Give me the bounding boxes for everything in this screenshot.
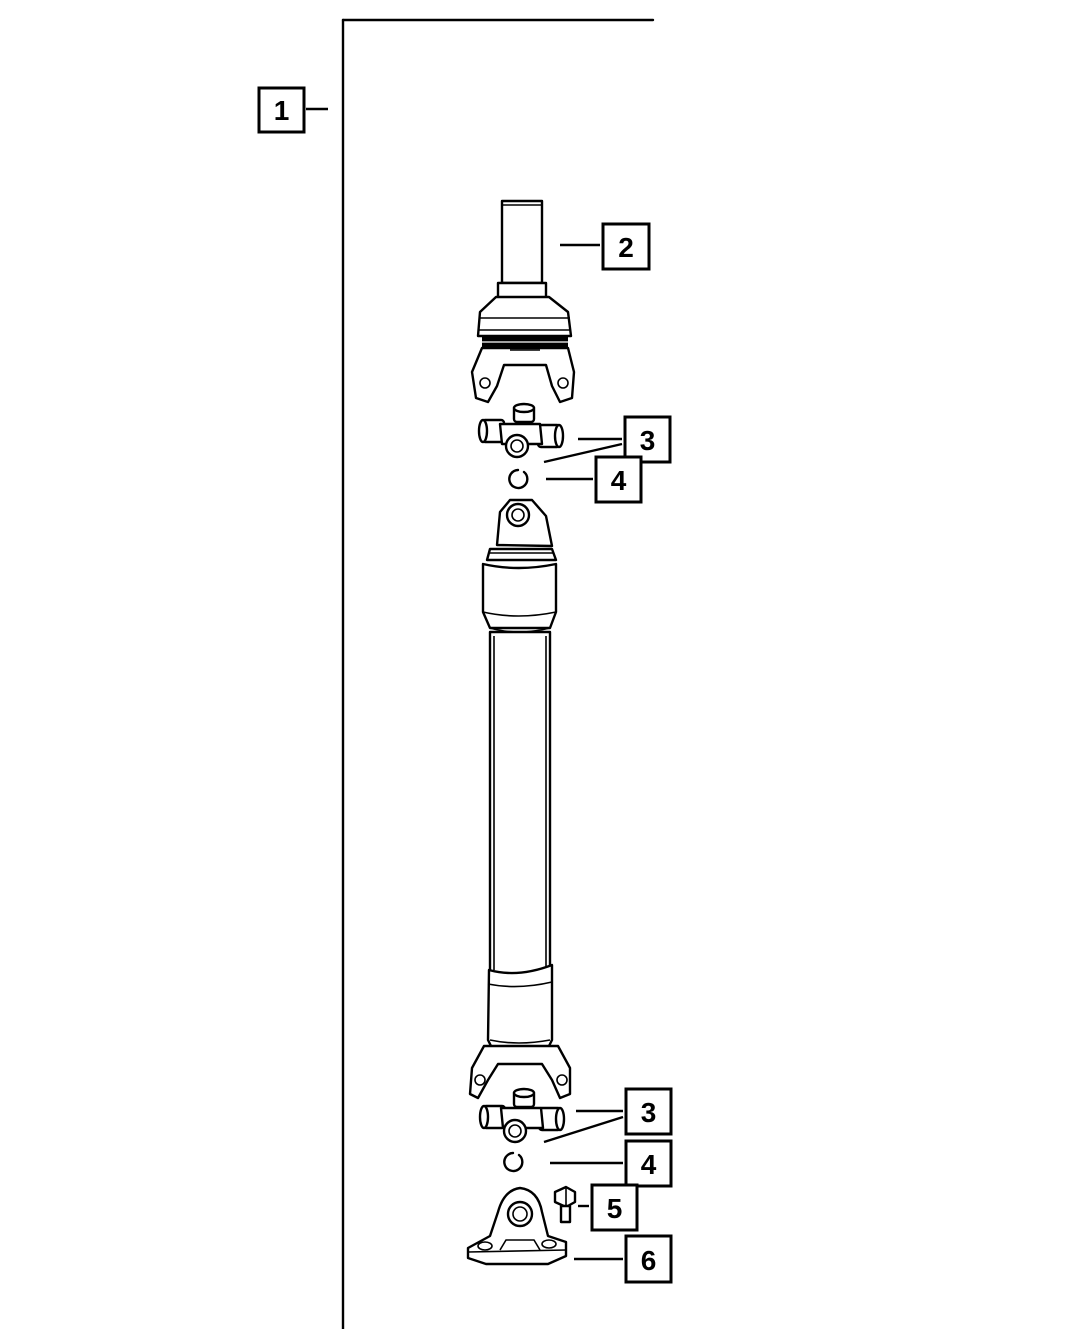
callout-6: 6 [574, 1234, 673, 1284]
pinion-yoke-part [466, 1186, 568, 1266]
bolt-part [553, 1185, 577, 1224]
callout-5: 5 [578, 1183, 639, 1232]
callout-4-upper: 4 [546, 455, 643, 504]
callout-4-upper-label: 4 [611, 465, 627, 496]
callout-1: 1 [257, 86, 328, 134]
callout-2-label: 2 [618, 232, 634, 263]
snap-ring-lower [503, 1151, 524, 1173]
assembly-bracket [341, 18, 655, 1329]
slip-yoke-part [470, 199, 576, 404]
driveshaft-tube [468, 498, 572, 1100]
callout-2: 2 [560, 222, 651, 271]
callout-3-upper: 3 [543, 415, 672, 464]
callout-6-label: 6 [641, 1245, 657, 1276]
callout-3-lower-label: 3 [641, 1097, 657, 1128]
callout-5-label: 5 [607, 1193, 623, 1224]
callout-4-lower: 4 [550, 1139, 673, 1188]
callout-3-lower: 3 [543, 1087, 673, 1144]
callout-4-lower-label: 4 [641, 1149, 657, 1180]
callout-1-label: 1 [274, 95, 290, 126]
snap-ring-upper [508, 468, 529, 490]
callout-3-upper-label: 3 [640, 425, 656, 456]
universal-joint-upper [477, 402, 565, 459]
universal-joint-lower [478, 1087, 566, 1144]
